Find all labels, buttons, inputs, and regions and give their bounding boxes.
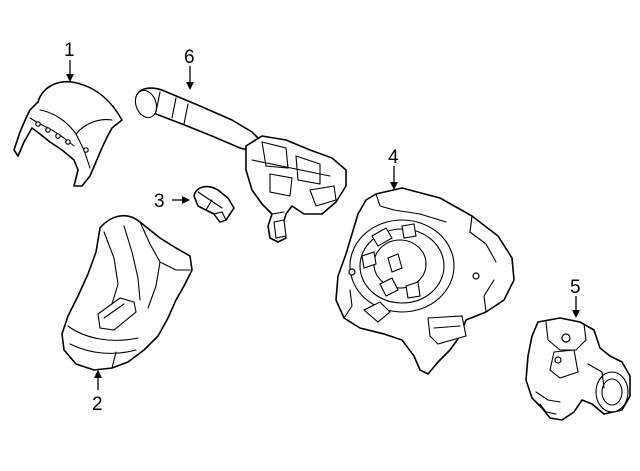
part-5-wiper-switch [525,317,631,421]
callout-1: 1 [64,40,75,61]
part-3-clip [193,185,235,223]
callout-3: 3 [154,191,165,212]
part-1-upper-shroud [13,80,123,187]
part-6-turn-signal-switch [134,87,347,243]
callout-5: 5 [570,277,581,298]
callout-4: 4 [388,147,399,168]
callout-labels: 1 2 3 4 5 6 [64,40,581,415]
callout-2: 2 [92,394,103,415]
leader-lines [66,60,580,390]
part-2-lower-shroud [61,215,193,371]
part-4-clockspring [335,187,515,375]
callout-6: 6 [184,47,195,68]
